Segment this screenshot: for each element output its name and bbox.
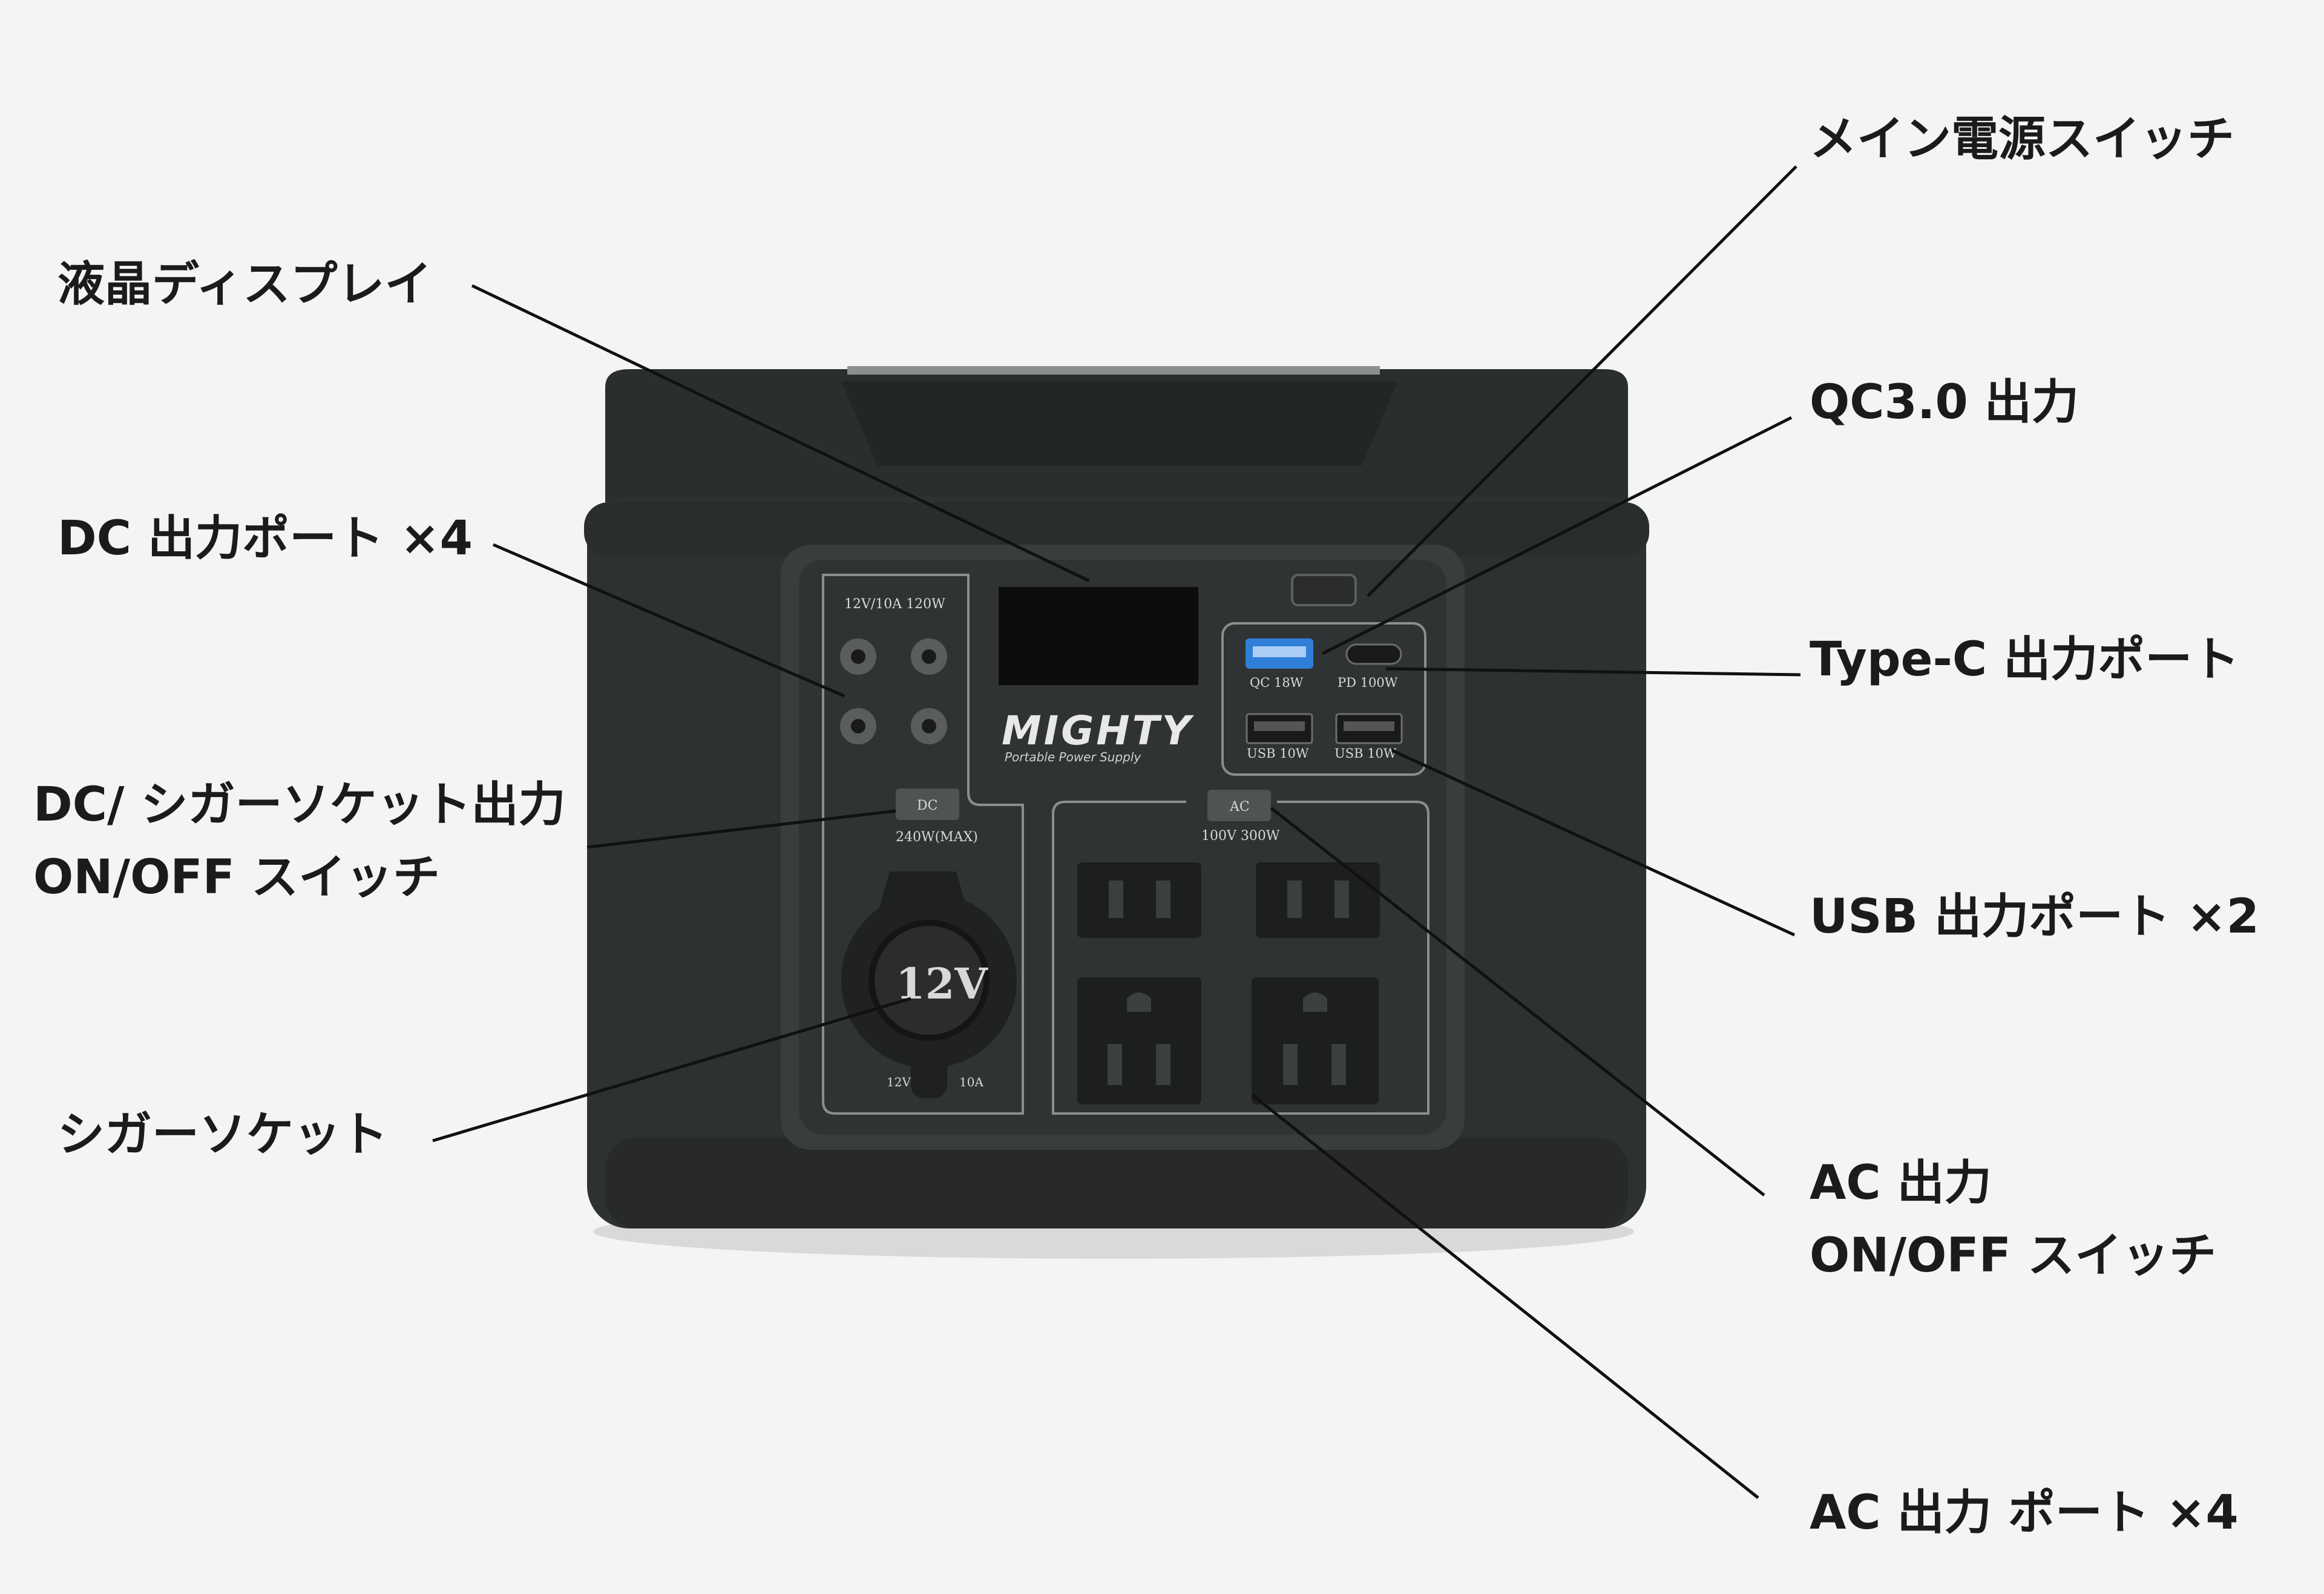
leader-lcd <box>471 284 1091 583</box>
label-main-power-switch: メイン電源スイッチ <box>1810 112 2235 166</box>
dc-switch-button <box>896 789 959 820</box>
dc-switch-rating: 240W(MAX) <box>896 830 978 845</box>
leader-ac-switch <box>1270 807 1765 1196</box>
label-dc-cigar-switch-line1: DC/ シガーソケット出力 <box>33 778 566 832</box>
label-usb-output-ports: USB 出力ポート ×2 <box>1810 890 2259 944</box>
device-bottom-band <box>605 1138 1628 1228</box>
ac-rating-text: 100V 300W <box>1201 828 1280 844</box>
label-ac-switch: AC 出力 ON/OFF スイッチ <box>1810 1147 2216 1292</box>
brand-logo: MIGHTY <box>1002 707 1195 754</box>
label-ac-output-ports: AC 出力 ポート ×4 <box>1810 1486 2239 1540</box>
ac-switch-button <box>1207 790 1271 821</box>
type-c-port <box>1345 643 1402 665</box>
label-dc-output-ports: DC 出力ポート ×4 <box>57 511 473 566</box>
cigar-socket-label: 12V <box>896 959 988 1009</box>
label-dc-cigar-switch: DC/ シガーソケット出力 ON/OFF スイッチ <box>33 769 566 914</box>
leader-qc30 <box>1321 416 1793 655</box>
main-power-switch <box>1291 574 1357 606</box>
ac-section-outline <box>1052 801 1430 1115</box>
ac-switch-label: AC <box>1229 799 1250 815</box>
label-cigar-socket: シガーソケット <box>57 1107 389 1162</box>
leader-dc-ports <box>493 543 845 698</box>
label-ac-switch-line1: AC 出力 <box>1810 1156 1992 1210</box>
leader-type-c <box>1385 667 1801 677</box>
ac-outlet-1 <box>1077 862 1201 938</box>
usb1-label: USB 10W <box>1247 746 1309 761</box>
leader-cigar <box>432 997 911 1143</box>
leader-main-power <box>1367 165 1797 597</box>
leader-usb <box>1391 749 1796 937</box>
brand-tagline: Portable Power Supply <box>1005 750 1141 764</box>
qc-label: QC 18W <box>1250 675 1304 690</box>
label-ac-switch-line2: ON/OFF スイッチ <box>1810 1228 2217 1283</box>
device-bumper-band <box>584 502 1649 557</box>
pd-label: PD 100W <box>1338 675 1398 690</box>
label-lcd-display: 液晶ディスプレイ <box>57 257 432 312</box>
leader-ac-ports <box>1252 1094 1759 1499</box>
cigar-socket-tab <box>911 1053 947 1098</box>
ac-outlet-2 <box>1256 862 1380 938</box>
cigar-rating-left: 12V <box>887 1075 911 1089</box>
cigar-rating-right: 10A <box>959 1075 983 1089</box>
handle-recess <box>841 381 1398 466</box>
lcd-display <box>999 587 1198 685</box>
dc-rating-text: 12V/10A 120W <box>844 597 945 612</box>
leader-dc-switch <box>586 809 896 849</box>
dc-switch-label: DC <box>917 798 937 813</box>
usb-section-outline <box>1221 622 1426 776</box>
label-dc-cigar-switch-line2: ON/OFF スイッチ <box>33 850 441 905</box>
usb2-label: USB 10W <box>1334 746 1397 761</box>
leader-lines <box>432 165 1801 1499</box>
handle-highlight <box>847 366 1380 375</box>
label-type-c-output: Type-C 出力ポート <box>1810 632 2240 687</box>
dc-section-outline <box>822 574 1024 1115</box>
label-qc30-output: QC3.0 出力 <box>1810 375 2079 430</box>
